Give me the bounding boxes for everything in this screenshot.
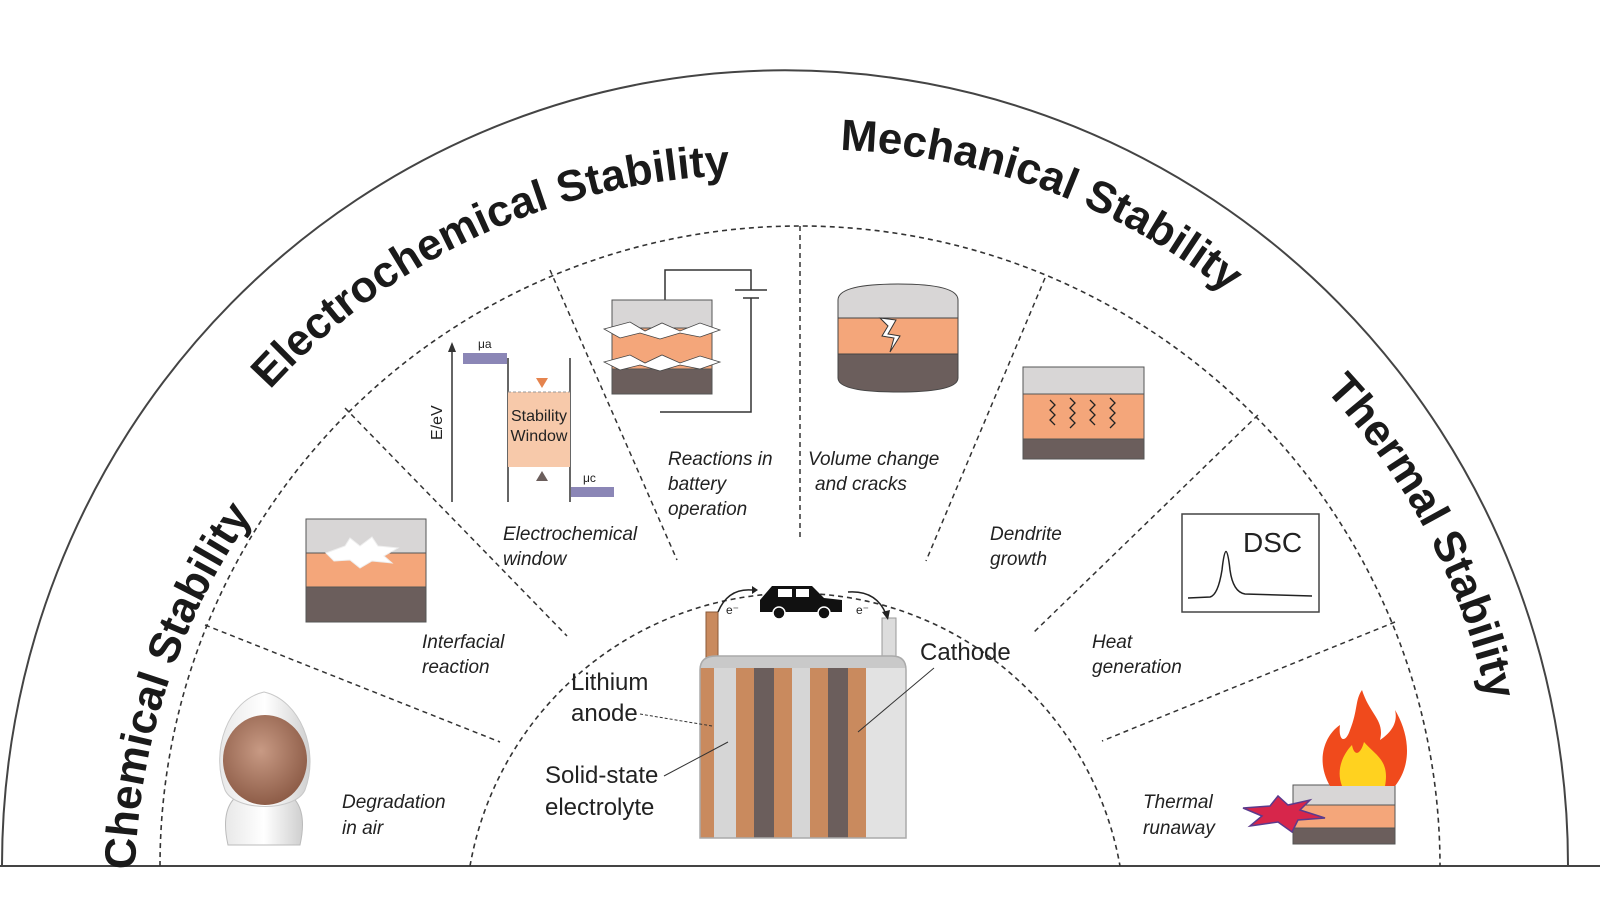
mu-c-label: μc [583,471,596,485]
electron-label-left: e⁻ [726,603,739,617]
dendrite-growth-icon [1022,366,1145,460]
battery-illustration [699,611,907,839]
dsc-label: DSC [1243,527,1302,558]
powder-holder-icon [219,691,311,846]
y-axis-label: E/eV [429,405,446,440]
cathode-label: Cathode [920,639,1011,666]
mu-a-label: μa [478,337,492,351]
mechanical-stability-title: Mechanical Stability [839,111,1252,302]
electron-arrow-right [847,591,887,615]
anode-leader [639,713,713,727]
stability-window-chart [448,342,614,502]
electron-label-right: e⁻ [856,603,869,617]
cathode-leader [857,667,935,733]
battery-reaction-icon [602,269,767,413]
electron-arrow-left [717,589,753,613]
fire-icon [1322,690,1408,786]
outer-arc [1,69,1569,866]
sector-dividers [204,226,1396,743]
car-icon [760,586,842,620]
interfacial-reaction-icon [305,518,427,623]
dsc-plot-icon [1181,513,1320,613]
electrolyte-leader [663,741,729,777]
thermal-runaway-icon [1242,784,1396,845]
arrow-head-right [882,610,890,620]
arrow-head-left [752,586,758,594]
volume-change-icon [837,283,959,393]
thermal-stability-title: Thermal Stability [1318,364,1526,704]
